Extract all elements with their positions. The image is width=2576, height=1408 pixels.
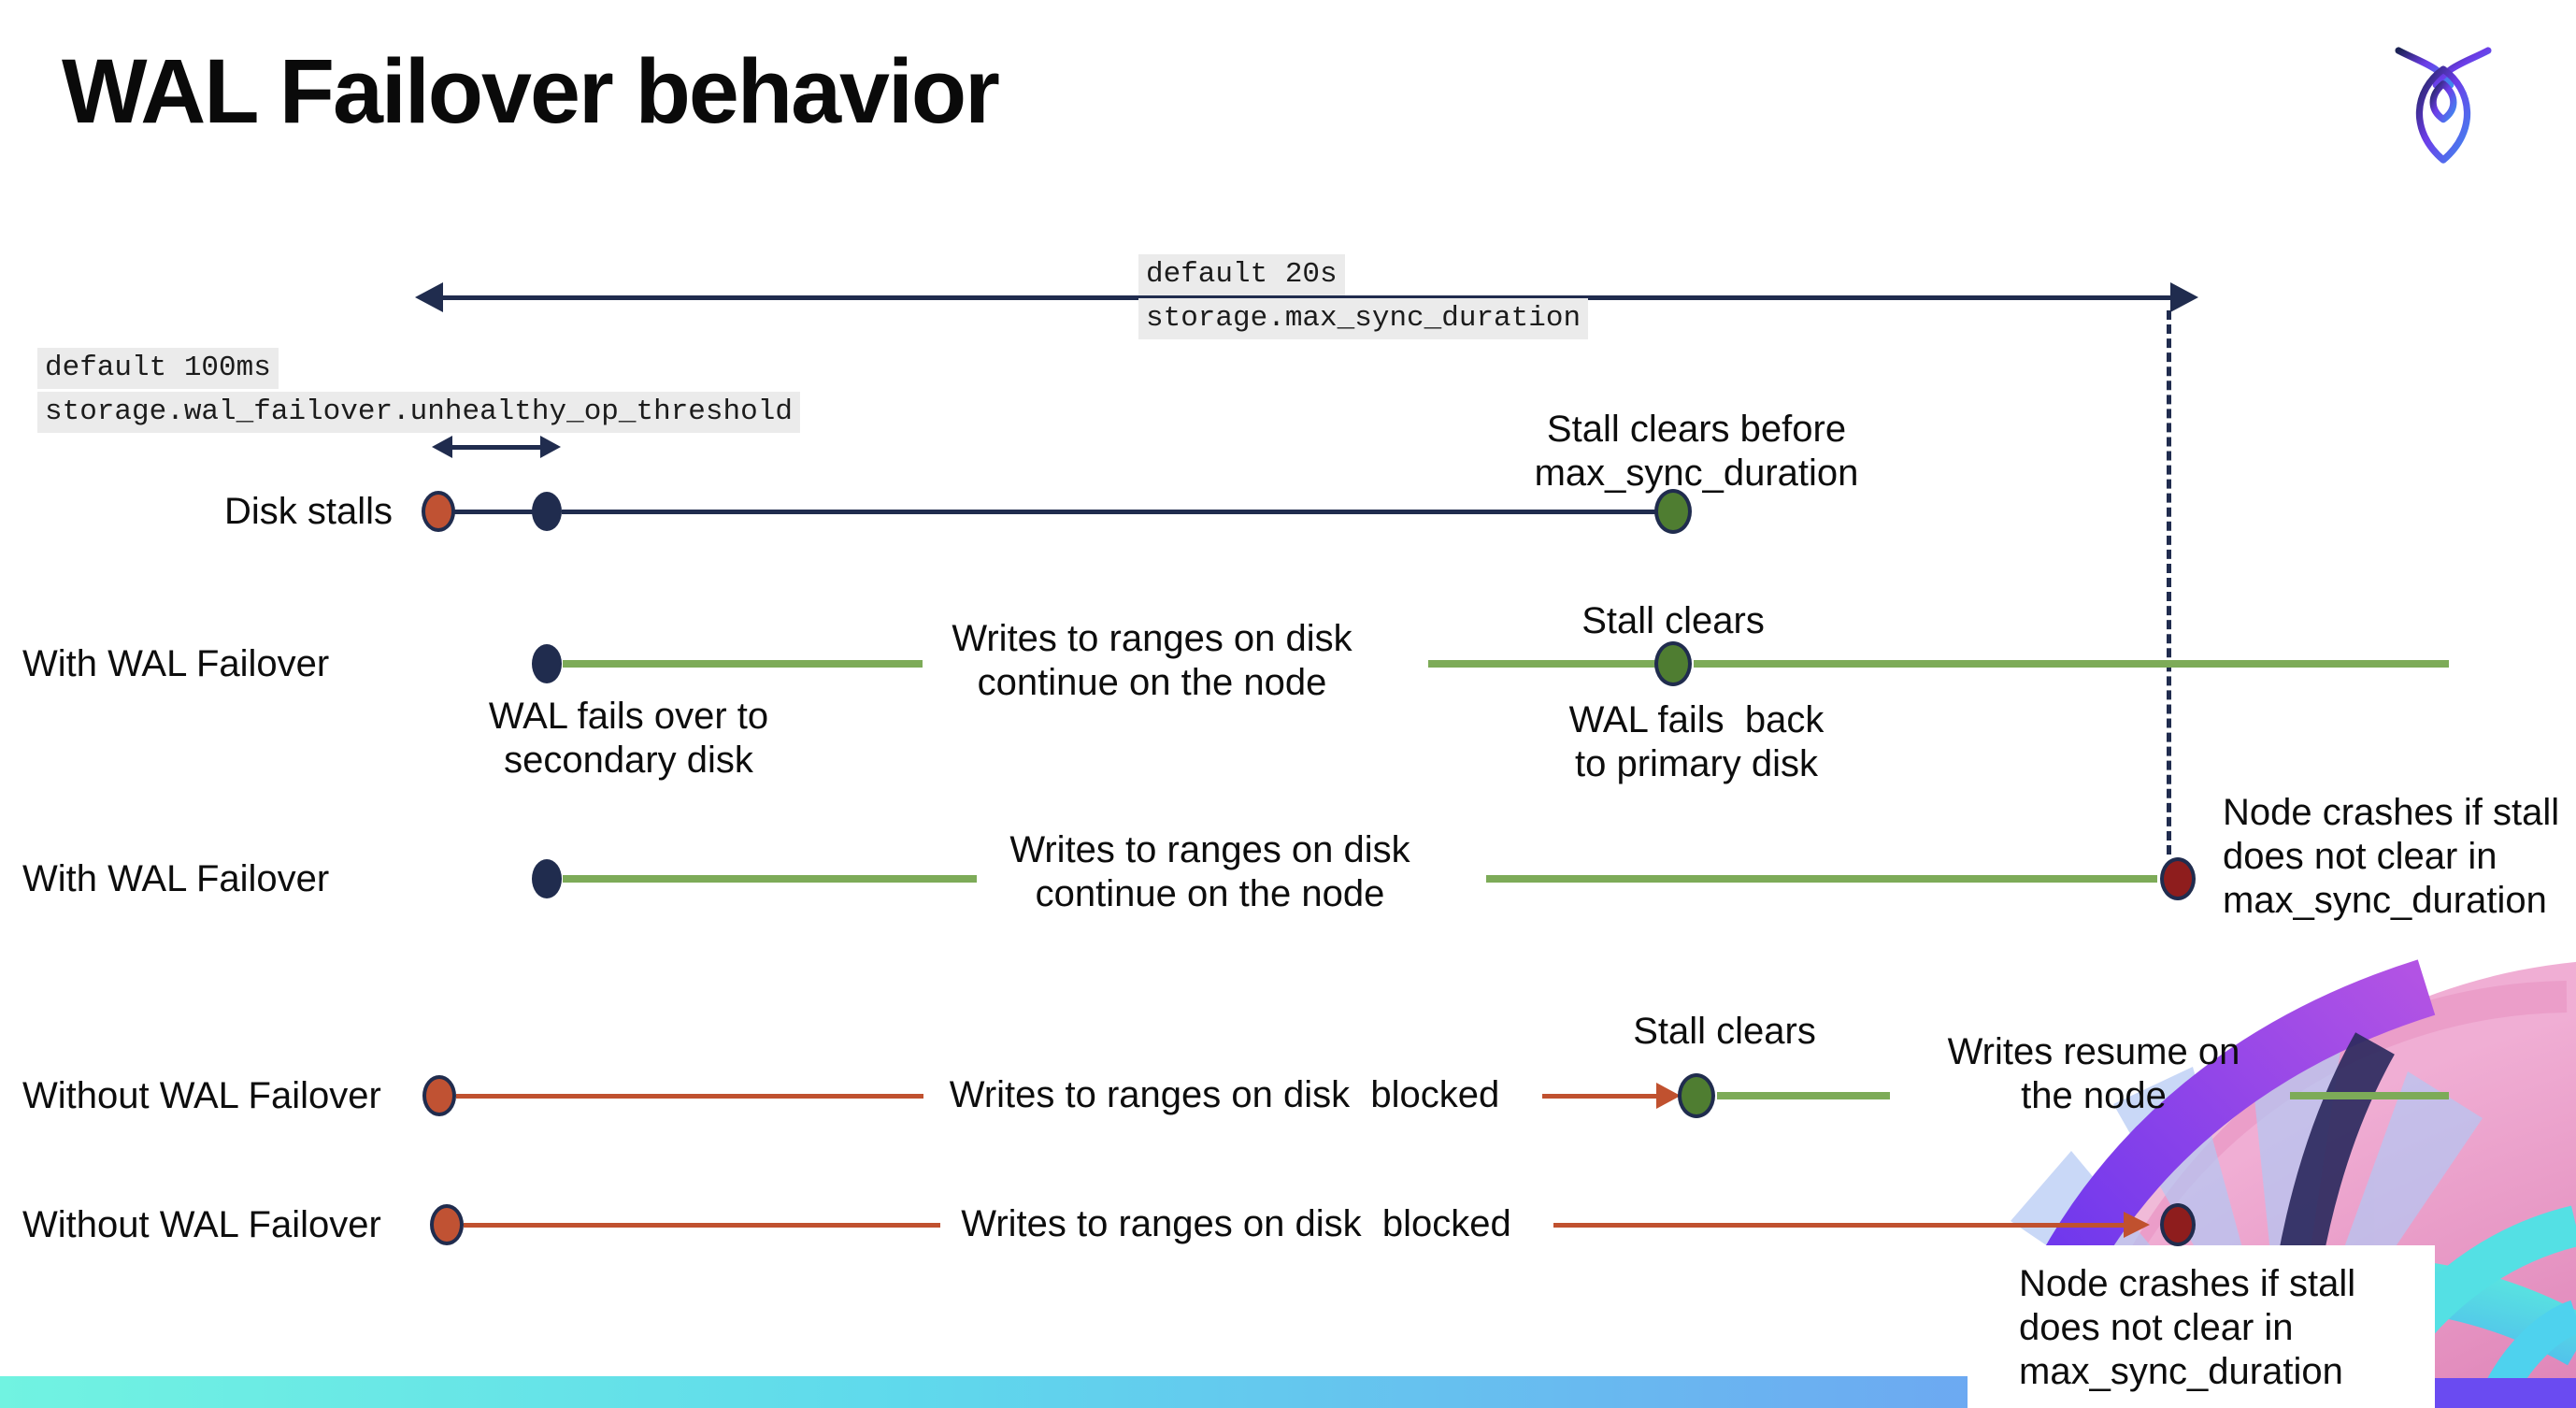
blocked-writes-line-2b bbox=[1553, 1223, 2125, 1228]
healthy-writes-line-2a bbox=[563, 875, 977, 883]
row-label-with-wal-failover-2: With WAL Failover bbox=[22, 858, 330, 899]
note-writes-resume: Writes resume on the node bbox=[1947, 1031, 2240, 1116]
stall-start-dot-3 bbox=[430, 1204, 464, 1245]
threshold-span-line bbox=[449, 445, 542, 450]
healthy-writes-line-2b bbox=[1486, 875, 2157, 883]
cockroachdb-logo bbox=[2395, 47, 2492, 164]
arrowhead-right bbox=[2170, 282, 2198, 312]
blocked-arrowhead-1 bbox=[1656, 1083, 1681, 1109]
healthy-writes-line-1a bbox=[563, 660, 923, 668]
note-stall-clears-2: Stall clears bbox=[1633, 1011, 1816, 1052]
note-writes-blocked-2: Writes to ranges on disk blocked bbox=[961, 1203, 1511, 1244]
blocked-writes-line-1b bbox=[1542, 1094, 1662, 1099]
note-stall-clears-before: Stall clears before max_sync_duration bbox=[1534, 409, 1859, 494]
max-sync-duration-span-line bbox=[443, 295, 2170, 300]
threshold-arrowhead-left bbox=[432, 436, 452, 458]
blocked-arrowhead-2 bbox=[2124, 1212, 2150, 1238]
stall-clears-dot bbox=[1654, 489, 1692, 534]
stall-duration-line bbox=[562, 510, 1657, 514]
blocked-writes-line-1a bbox=[456, 1094, 923, 1099]
node-crash-dot-1 bbox=[2160, 857, 2196, 900]
note-writes-continue-2: Writes to ranges on disk continue on the… bbox=[1009, 829, 1410, 914]
blocked-writes-line-2a bbox=[464, 1223, 940, 1228]
unhealthy-op-threshold-annotation: default 100ms storage.wal_failover.unhea… bbox=[37, 348, 800, 436]
max-sync-default-value: default 20s bbox=[1138, 254, 1345, 295]
wal-failover-dot-2 bbox=[532, 859, 562, 898]
resumed-writes-line-a bbox=[1717, 1092, 1890, 1099]
max-sync-deadline-dashed-line bbox=[2167, 310, 2171, 855]
logo-head bbox=[2429, 80, 2457, 123]
stall-start-dot-2 bbox=[422, 1075, 456, 1116]
page-title: WAL Failover behavior bbox=[62, 40, 1000, 142]
threshold-arrowhead-right bbox=[540, 436, 561, 458]
healthy-writes-line-1b bbox=[1428, 660, 1657, 668]
max-sync-setting-name: storage.max_sync_duration bbox=[1138, 298, 1589, 339]
note-failback-primary: WAL fails back to primary disk bbox=[1568, 699, 1825, 784]
stall-clears-dot-2 bbox=[1678, 1073, 1715, 1118]
art-purple-baseline bbox=[2434, 1378, 2576, 1408]
resumed-writes-line-b bbox=[2290, 1092, 2449, 1099]
stall-clears-dot-1 bbox=[1654, 641, 1692, 686]
note-node-crashes-2: Node crashes if stall does not clear in … bbox=[2019, 1263, 2356, 1392]
node-crash-callout-box: Node crashes if stall does not clear in … bbox=[1968, 1245, 2435, 1408]
max-sync-duration-annotation: default 20s storage.max_sync_duration bbox=[1138, 254, 1589, 342]
note-failover-secondary: WAL fails over to secondary disk bbox=[488, 696, 769, 781]
arrowhead-left bbox=[415, 282, 443, 312]
note-stall-clears-1: Stall clears bbox=[1581, 600, 1765, 641]
note-node-crashes-1: Node crashes if stall does not clear in … bbox=[2223, 792, 2560, 921]
node-crash-dot-2 bbox=[2160, 1203, 2196, 1246]
logo-antenna-left bbox=[2395, 47, 2454, 89]
row-label-with-wal-failover-1: With WAL Failover bbox=[22, 643, 330, 684]
note-writes-blocked-1: Writes to ranges on disk blocked bbox=[949, 1074, 1500, 1115]
row-label-without-wal-failover-1: Without WAL Failover bbox=[22, 1075, 381, 1116]
row-label-disk-stalls: Disk stalls bbox=[224, 491, 394, 532]
stall-start-dot bbox=[422, 491, 455, 532]
threshold-default-value: default 100ms bbox=[37, 348, 279, 389]
note-writes-continue-1: Writes to ranges on disk continue on the… bbox=[952, 618, 1352, 703]
row-label-without-wal-failover-2: Without WAL Failover bbox=[22, 1204, 381, 1245]
threshold-gap-line bbox=[454, 510, 533, 514]
threshold-setting-name: storage.wal_failover.unhealthy_op_thresh… bbox=[37, 392, 800, 433]
failover-trigger-dot bbox=[532, 492, 562, 531]
logo-antenna-right bbox=[2432, 47, 2492, 89]
wal-failover-dot-1 bbox=[532, 644, 562, 683]
logo-body bbox=[2415, 65, 2471, 164]
healthy-writes-line-1c bbox=[1694, 660, 2449, 668]
